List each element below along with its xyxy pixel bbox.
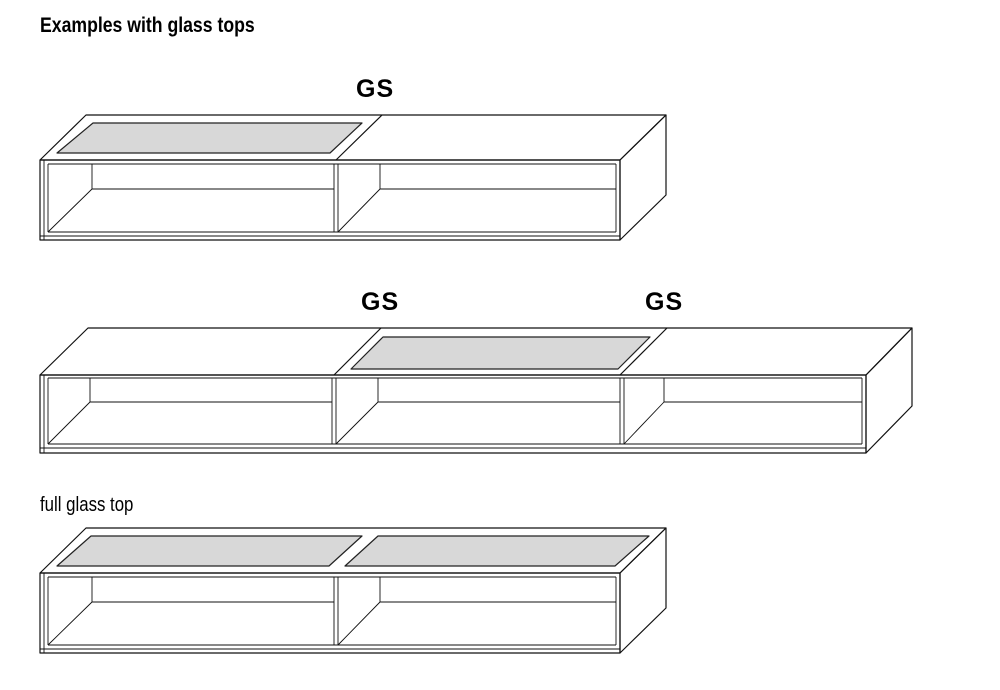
top-seam [619,327,668,376]
sideboard-full-glass-top [39,527,667,654]
front-frame [39,572,621,654]
top-seam [333,327,382,376]
glass-panel-left [56,535,363,567]
right-side [619,114,667,241]
page-title: Examples with glass tops [40,14,255,37]
top-seam [335,114,383,161]
right-side [619,527,667,654]
glass-panel [350,336,651,370]
glass-panel [56,122,363,154]
gs-label: GS [645,288,684,316]
gs-label: GS [361,288,400,316]
sideboard-two-compartments-left-glass [39,114,667,241]
right-side [865,327,913,454]
full-glass-top-caption: full glass top [40,494,134,516]
gs-label: GS [356,75,395,103]
sideboard-three-compartments-middle-glass [39,327,913,454]
front-frame [39,374,867,454]
glass-panel-right [344,535,650,567]
front-frame [39,159,621,241]
